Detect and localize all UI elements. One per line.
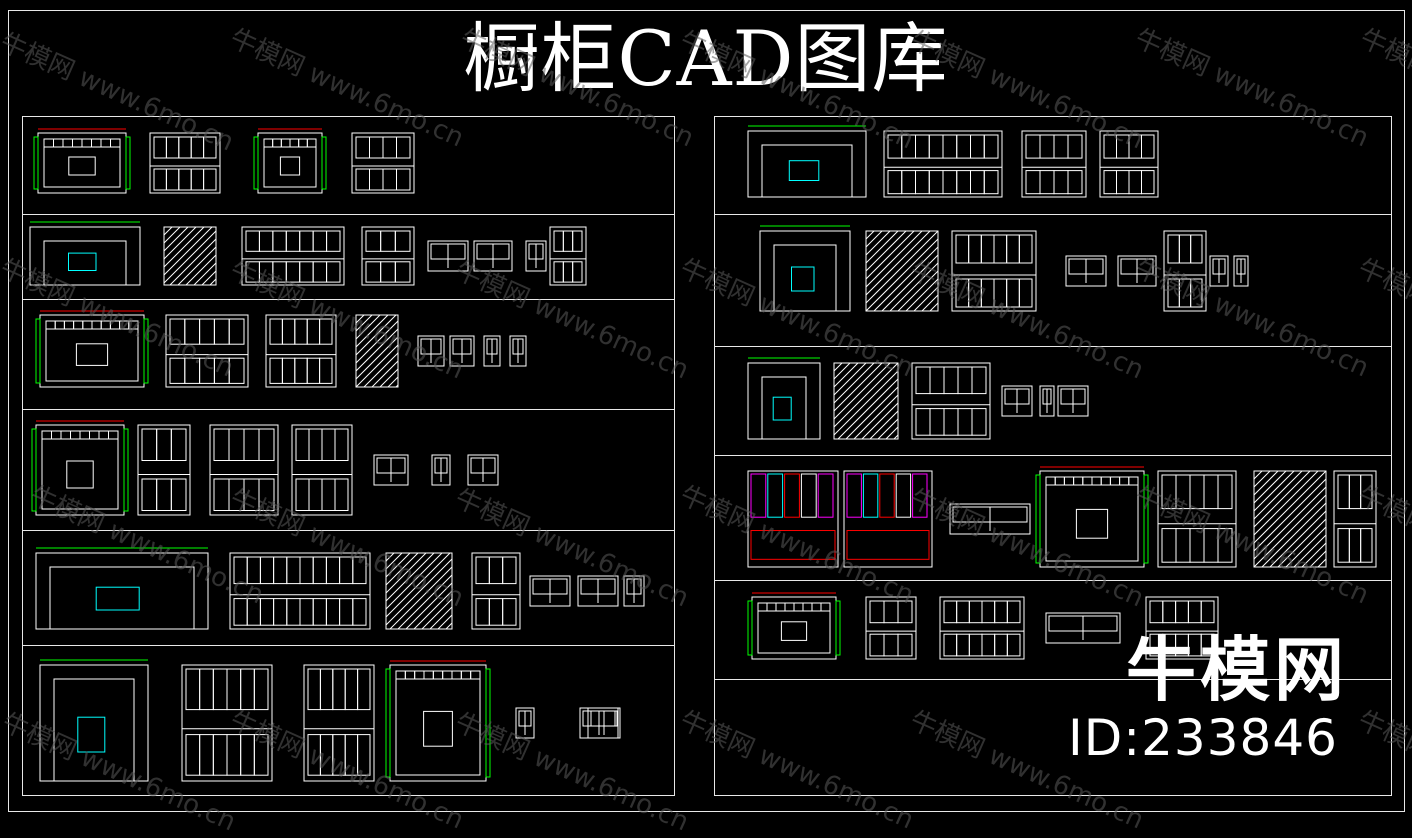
brand-logo-text: 牛模网 xyxy=(1126,629,1348,711)
cad-drawing-thumbnail[interactable] xyxy=(483,335,501,367)
right-row-divider xyxy=(714,580,1392,581)
cad-drawing-thumbnail[interactable] xyxy=(417,335,445,367)
left-panel xyxy=(22,116,675,796)
cad-drawing-thumbnail[interactable] xyxy=(759,225,851,312)
right-row-divider xyxy=(714,679,1392,680)
left-row-divider xyxy=(22,409,675,410)
cad-drawing-thumbnail[interactable] xyxy=(843,470,933,568)
cad-drawing-thumbnail[interactable] xyxy=(949,503,1031,535)
cad-drawing-thumbnail[interactable] xyxy=(385,552,453,630)
cad-drawing-thumbnail[interactable] xyxy=(1145,596,1219,660)
cad-drawing-thumbnail[interactable] xyxy=(525,240,547,272)
cad-drawing-thumbnail[interactable] xyxy=(1157,470,1237,568)
cad-drawing-thumbnail[interactable] xyxy=(229,552,371,630)
cad-drawing-thumbnail[interactable] xyxy=(1039,385,1055,417)
cad-drawing-thumbnail[interactable] xyxy=(351,132,415,194)
cad-drawing-thumbnail[interactable] xyxy=(449,335,475,367)
cad-drawing-thumbnail[interactable] xyxy=(373,454,409,486)
cad-drawing-thumbnail[interactable] xyxy=(1057,385,1089,417)
cad-drawing-thumbnail[interactable] xyxy=(303,664,375,782)
cad-drawing-thumbnail[interactable] xyxy=(747,125,867,198)
cad-drawing-thumbnail[interactable] xyxy=(529,575,571,607)
cad-drawing-thumbnail[interactable] xyxy=(265,314,337,388)
cad-drawing-thumbnail[interactable] xyxy=(833,362,899,440)
cad-drawing-thumbnail[interactable] xyxy=(509,335,527,367)
cad-drawing-thumbnail[interactable] xyxy=(35,547,209,630)
cad-drawing-thumbnail[interactable] xyxy=(39,659,149,782)
cad-drawing-thumbnail[interactable] xyxy=(137,424,191,516)
cad-drawing-thumbnail[interactable] xyxy=(181,664,273,782)
cad-drawing-thumbnail[interactable] xyxy=(165,314,249,388)
page-title: 橱柜CAD图库 xyxy=(463,14,949,103)
cad-drawing-thumbnail[interactable] xyxy=(1001,385,1033,417)
cad-drawing-thumbnail[interactable] xyxy=(209,424,279,516)
cad-drawing-thumbnail[interactable] xyxy=(29,221,141,286)
cad-drawing-thumbnail[interactable] xyxy=(471,552,521,630)
cad-drawing-thumbnail[interactable] xyxy=(1333,470,1377,568)
cad-drawing-thumbnail[interactable] xyxy=(355,314,399,388)
left-row-divider xyxy=(22,214,675,215)
cad-drawing-thumbnail[interactable] xyxy=(385,660,491,782)
cad-drawing-thumbnail[interactable] xyxy=(1209,255,1229,287)
cad-drawing-thumbnail[interactable] xyxy=(467,454,499,486)
cad-drawing-thumbnail[interactable] xyxy=(1253,470,1327,568)
cad-drawing-thumbnail[interactable] xyxy=(149,132,221,194)
cad-drawing-thumbnail[interactable] xyxy=(1233,255,1249,287)
cad-drawing-thumbnail[interactable] xyxy=(1163,230,1207,312)
right-row-divider xyxy=(714,214,1392,215)
cad-drawing-thumbnail[interactable] xyxy=(1035,466,1149,568)
cad-drawing-thumbnail[interactable] xyxy=(747,357,821,440)
cad-drawing-thumbnail[interactable] xyxy=(951,230,1037,312)
cad-drawing-thumbnail[interactable] xyxy=(33,128,131,194)
cad-drawing-thumbnail[interactable] xyxy=(427,240,469,272)
cad-drawing-thumbnail[interactable] xyxy=(163,226,217,286)
cad-drawings-layer xyxy=(29,125,1377,782)
cad-drawing-thumbnail[interactable] xyxy=(1021,130,1087,198)
cad-drawing-thumbnail[interactable] xyxy=(1099,130,1159,198)
cad-drawing-thumbnail[interactable] xyxy=(865,230,939,312)
cad-drawing-thumbnail[interactable] xyxy=(35,310,149,388)
cad-drawing-thumbnail[interactable] xyxy=(577,575,619,607)
cad-drawing-thumbnail[interactable] xyxy=(31,420,129,516)
cad-drawing-thumbnail[interactable] xyxy=(291,424,353,516)
cad-drawing-thumbnail[interactable] xyxy=(1065,255,1107,287)
cad-drawing-thumbnail[interactable] xyxy=(473,240,513,272)
cad-drawing-thumbnail[interactable] xyxy=(623,575,645,607)
cad-drawing-thumbnail[interactable] xyxy=(1117,255,1157,287)
right-row-divider xyxy=(714,455,1392,456)
cad-drawing-thumbnail[interactable] xyxy=(241,226,345,286)
cad-drawing-thumbnail[interactable] xyxy=(747,592,841,660)
cad-drawing-thumbnail[interactable] xyxy=(361,226,415,286)
cad-drawing-thumbnail[interactable] xyxy=(1045,612,1121,644)
right-row-divider xyxy=(714,346,1392,347)
cad-drawing-thumbnail[interactable] xyxy=(253,128,327,194)
outer-frame xyxy=(8,10,1405,812)
right-panel xyxy=(714,116,1392,796)
brand-id-text: ID:233846 xyxy=(1068,709,1338,767)
left-row-divider xyxy=(22,299,675,300)
cad-drawing-thumbnail[interactable] xyxy=(865,596,917,660)
cad-drawing-thumbnail[interactable] xyxy=(549,226,587,286)
cad-drawing-thumbnail[interactable] xyxy=(911,362,991,440)
cad-drawing-thumbnail[interactable] xyxy=(431,454,451,486)
cad-drawing-thumbnail[interactable] xyxy=(579,707,619,739)
cad-drawing-thumbnail[interactable] xyxy=(939,596,1025,660)
cad-drawing-thumbnail[interactable] xyxy=(747,470,839,568)
cad-drawing-thumbnail[interactable] xyxy=(515,707,535,739)
left-row-divider xyxy=(22,530,675,531)
left-row-divider xyxy=(22,645,675,646)
cad-drawing-thumbnail[interactable] xyxy=(883,130,1003,198)
